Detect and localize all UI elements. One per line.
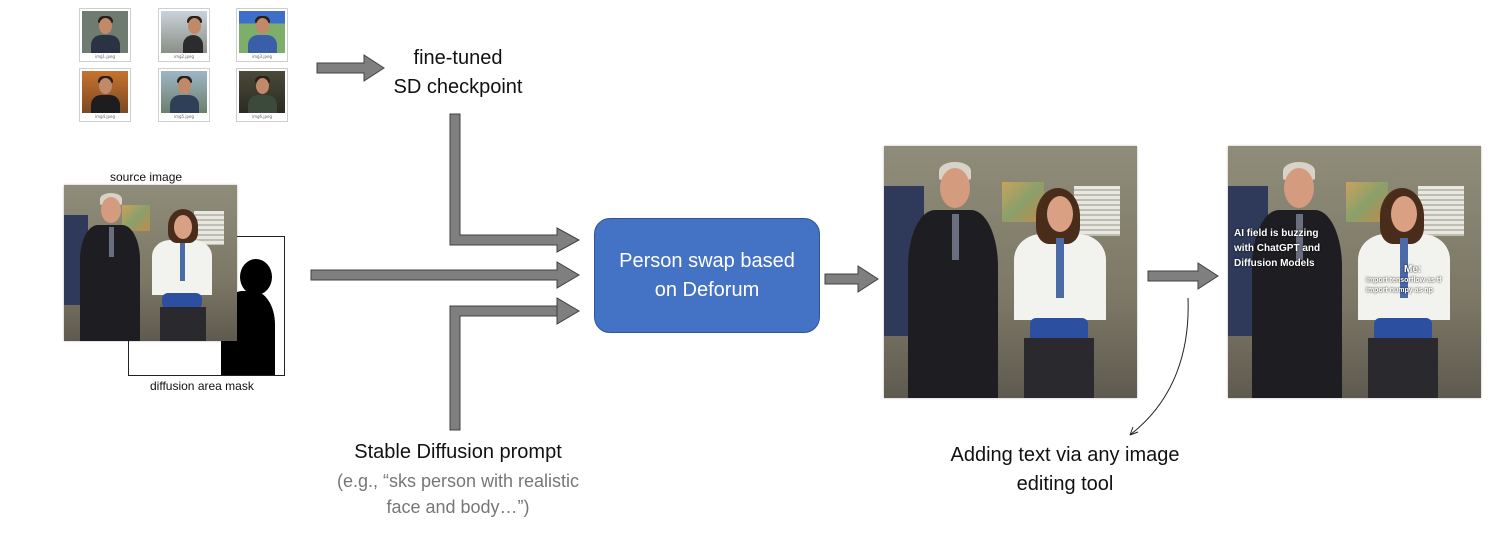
person-swap-node: Person swap based on Deforum	[594, 218, 820, 333]
training-image-caption: img4.jpeg	[94, 114, 115, 119]
prompt-label-title: Stable Diffusion prompt	[354, 441, 562, 463]
training-image: img6.jpeg	[236, 68, 288, 122]
swapped-result-image	[884, 146, 1137, 398]
diffusion-mask-label: diffusion area mask	[150, 379, 254, 393]
edit-label-line2: editing tool	[1016, 473, 1114, 495]
meme-right-title: Me:	[1404, 264, 1422, 275]
prompt-label: Stable Diffusion prompt	[318, 438, 598, 467]
source-image-label: source image	[110, 170, 183, 184]
training-image: img4.jpeg	[79, 68, 131, 122]
training-image-caption: img5.jpeg	[173, 114, 194, 119]
source-image	[64, 185, 237, 341]
person-swap-node-line1: Person swap based	[619, 249, 795, 272]
arrow-node-to-result	[824, 265, 879, 293]
prompt-example-line2: face and body…”)	[386, 497, 530, 517]
checkpoint-label: fine-tuned SD checkpoint	[378, 44, 538, 102]
arrow-thumbs-to-checkpoint	[316, 54, 385, 82]
meme-left-line2: with ChatGPT and	[1234, 243, 1321, 254]
mask-silhouette-head	[240, 259, 272, 295]
edit-label-line1: Adding text via any image	[950, 444, 1180, 466]
checkpoint-label-line1: fine-tuned	[413, 47, 503, 69]
training-image: img1.jpeg	[79, 8, 131, 62]
prompt-example-line1: (e.g., “sks person with realistic	[336, 471, 580, 491]
arrow-source-to-node	[310, 261, 580, 289]
training-image: img3.jpeg	[236, 8, 288, 62]
checkpoint-label-line2: SD checkpoint	[393, 76, 523, 98]
meme-right-line2: import numpy as np	[1366, 287, 1433, 294]
meme-right-line1: import tensorflow as tf	[1366, 277, 1442, 284]
meme-image: AI field is buzzing with ChatGPT and Dif…	[1228, 146, 1481, 398]
training-image-caption: img6.jpeg	[251, 114, 272, 119]
training-image: img5.jpeg	[158, 68, 210, 122]
arrow-checkpoint-to-node	[449, 113, 581, 253]
meme-right-caption: import tensorflow as tf import numpy as …	[1366, 276, 1441, 296]
training-image: img2.jpeg	[158, 8, 210, 62]
meme-left-line3: Diffusion Models	[1234, 258, 1315, 269]
edit-label: Adding text via any image editing tool	[925, 441, 1205, 499]
meme-left-line1: AI field is buzzing	[1234, 228, 1319, 239]
arrow-result-to-meme	[1147, 262, 1219, 290]
training-image-caption: img3.jpeg	[251, 54, 272, 59]
meme-left-caption: AI field is buzzing with ChatGPT and Dif…	[1234, 226, 1320, 271]
person-swap-node-line2: on Deforum	[654, 278, 760, 301]
training-image-caption: img2.jpeg	[173, 54, 194, 59]
training-image-caption: img1.jpeg	[94, 54, 115, 59]
arrow-prompt-to-node	[449, 297, 580, 431]
edit-annotation-arrowhead	[1129, 426, 1139, 436]
edit-annotation-curve	[1129, 297, 1189, 436]
prompt-example: (e.g., “sks person with realistic face a…	[318, 468, 598, 520]
